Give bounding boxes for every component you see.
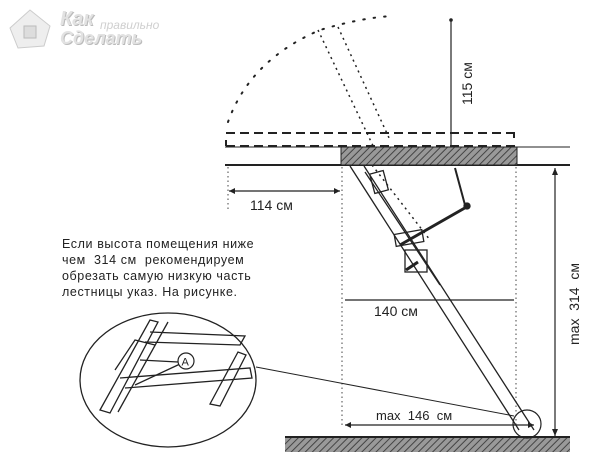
callout-leader (255, 366, 515, 417)
folded-ladder-outline (317, 26, 431, 241)
logo-word-sdelat: Сделать (60, 28, 143, 48)
dimension-ladder-projection: 140 см (345, 299, 514, 319)
dimension-hatch-clearance: 114 см (229, 188, 340, 213)
trim-instruction-note: Если высота помещения ниже чем 314 см ре… (62, 236, 337, 300)
label-140: 140 см (374, 303, 418, 319)
detail-view: A (79, 312, 257, 448)
site-logo: Как правильно Сделать (4, 6, 194, 54)
ceiling (225, 146, 570, 166)
note-line: лестницы указ. На рисунке. (62, 285, 238, 299)
dimension-max-height: max 314 см (552, 168, 582, 436)
label-max-314: max 314 см (566, 263, 582, 345)
logo-word-kak: Как (60, 8, 94, 30)
note-line: чем 314 см рекомендируем (62, 253, 245, 267)
marker-a-label: A (182, 357, 190, 369)
label-114: 114 см (250, 197, 293, 213)
dimension-open-height: 115 см (449, 18, 475, 146)
ladder (349, 165, 535, 431)
floor (285, 436, 570, 452)
swing-arc (227, 15, 393, 123)
dimension-max-floor-reach: max 146 см (345, 408, 534, 428)
note-line: обрезать самую низкую часть (62, 269, 252, 283)
label-115: 115 см (459, 62, 475, 105)
marker-a-circle (177, 352, 195, 370)
ladder-foot-callout-circle (512, 409, 542, 439)
guide-lines (227, 167, 517, 428)
house-logo-icon (9, 9, 51, 49)
note-line: Если высота помещения ниже (62, 237, 255, 251)
hatch-lid-open-outline (225, 132, 515, 147)
label-max-146: max 146 см (376, 408, 452, 423)
logo-word-pravilno: правильно (100, 18, 160, 32)
